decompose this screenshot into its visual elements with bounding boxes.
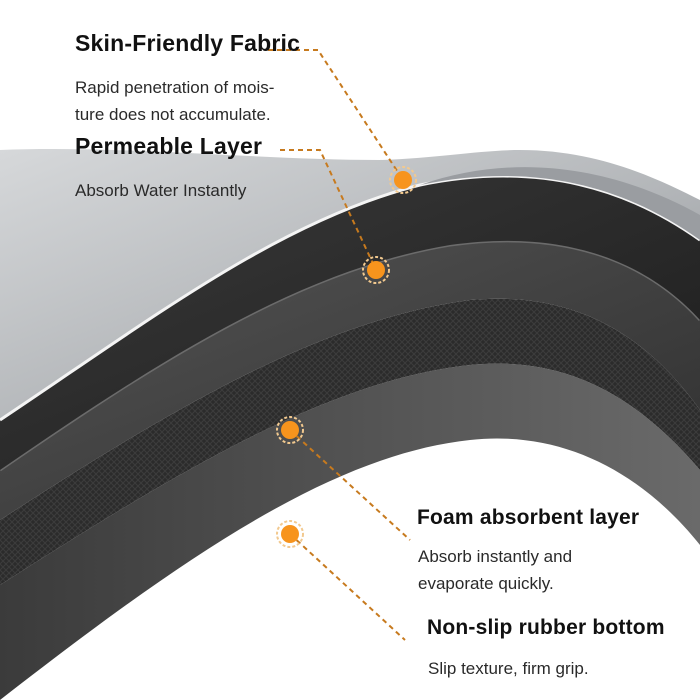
label-foam-absorbent-layer: Foam absorbent layer (417, 506, 640, 529)
markers (276, 166, 417, 548)
marker-rubber-dot (281, 525, 299, 543)
desc-line: Absorb instantly and (418, 547, 573, 566)
leader-lines (268, 49, 411, 641)
marker-foam-dot (281, 421, 299, 439)
marker-foam-ring (276, 416, 304, 444)
marker-fabric-ring (389, 166, 417, 194)
desc-line: ture does not accumulate. (75, 105, 271, 124)
leader-line-rubber (289, 533, 406, 641)
mesh-texture-layer (0, 298, 700, 585)
label-skin-friendly-fabric: Skin-Friendly Fabric (75, 30, 301, 56)
permeable-layer (0, 176, 700, 470)
fabric-top-surface (0, 148, 700, 420)
marker-fabric-dot (394, 171, 412, 189)
desc-non-slip-rubber-bottom: Slip texture, firm grip. (428, 659, 589, 678)
label-non-slip-rubber-bottom: Non-slip rubber bottom (427, 616, 665, 639)
desc-foam-absorbent-layer: Absorb instantly and evaporate quickly. (418, 543, 648, 597)
rubber-bottom-layer (0, 363, 700, 700)
fabric-edge (0, 174, 700, 422)
desc-line: Rapid penetration of mois- (75, 78, 275, 97)
leader-line-fabric (268, 49, 404, 181)
marker-permeable-dot (367, 261, 385, 279)
marker-rubber-ring (276, 520, 304, 548)
leader-line-foam (289, 429, 411, 541)
desc-line: evaporate quickly. (418, 574, 554, 593)
desc-skin-friendly-fabric: Rapid penetration of mois- ture does not… (75, 74, 345, 128)
desc-permeable-layer: Absorb Water Instantly (75, 181, 247, 200)
label-permeable-layer: Permeable Layer (75, 133, 263, 159)
marker-permeable-ring (362, 256, 390, 284)
fabric-curl (420, 167, 700, 240)
leader-line-permeable (280, 149, 377, 271)
